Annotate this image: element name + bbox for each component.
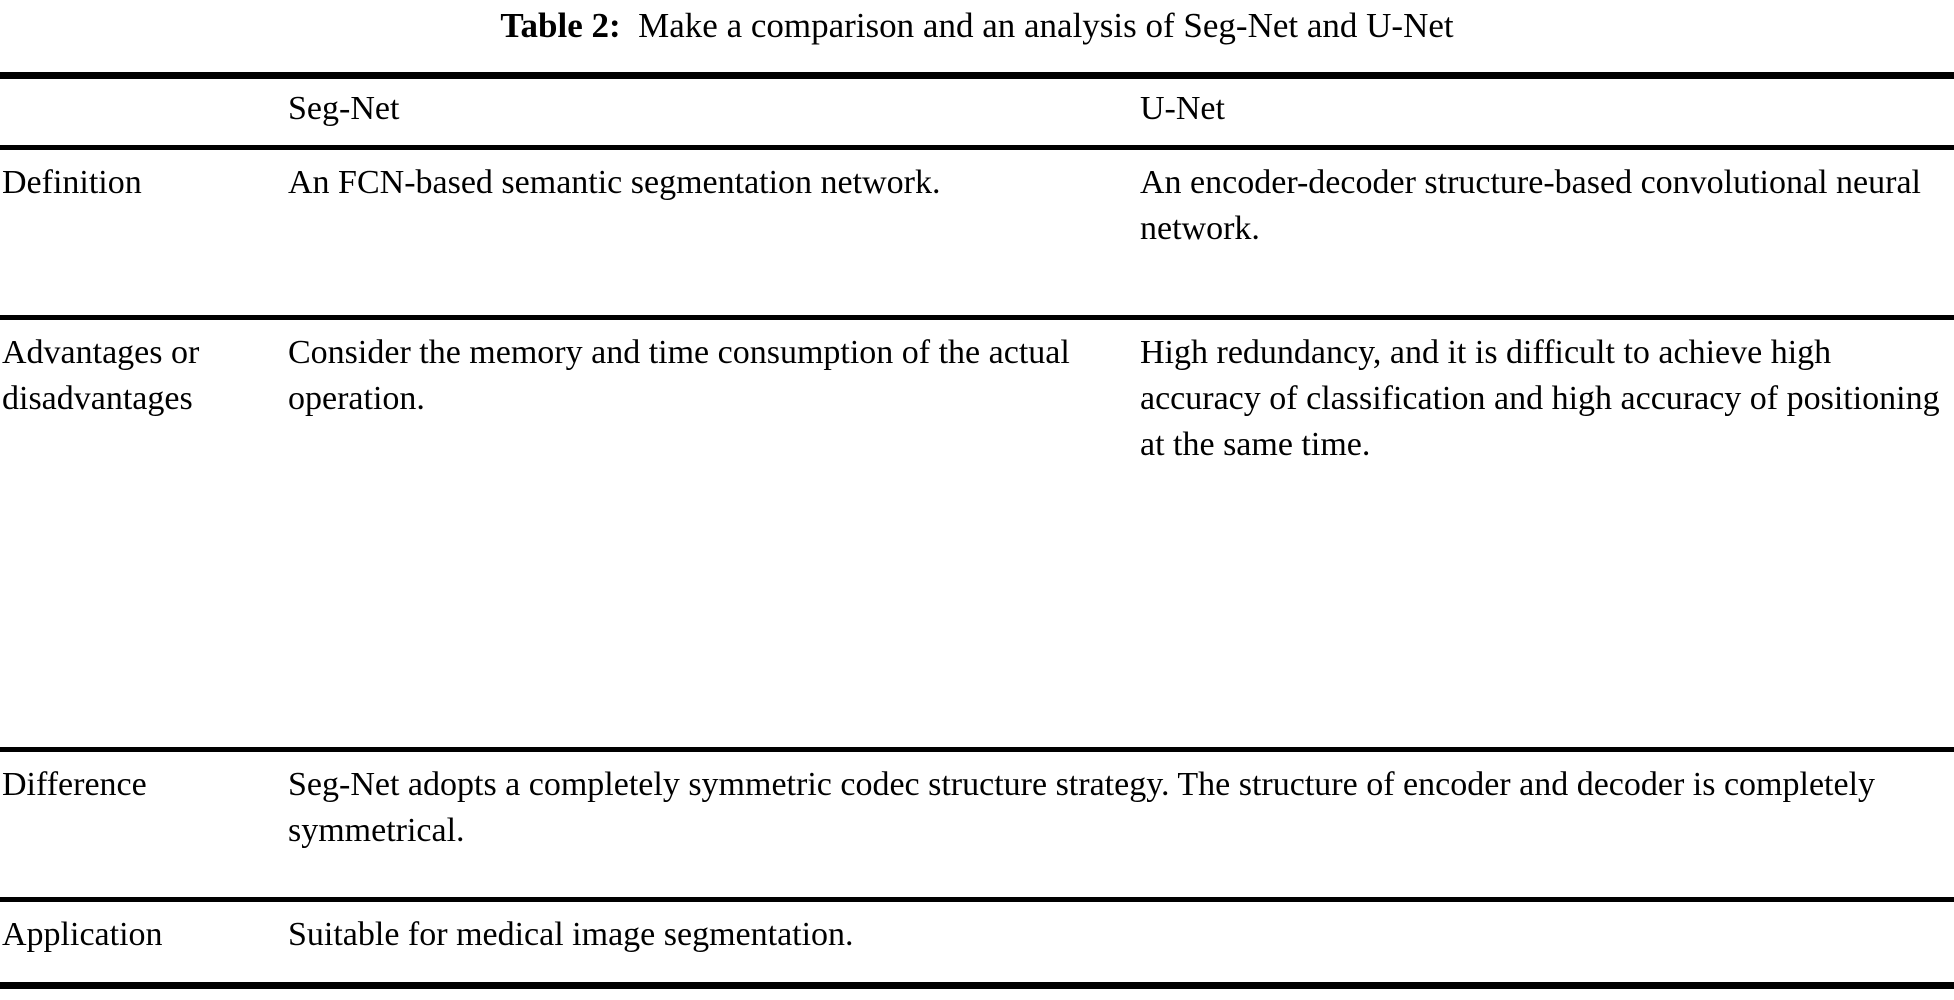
row-rule-after-advantages — [0, 747, 1954, 752]
column-header-unet: U-Net — [1140, 90, 1225, 127]
cell-definition-unet: An encoder-decoder structure-based convo… — [1140, 164, 1921, 247]
table-row: Application Suitable for medical image s… — [0, 902, 1954, 980]
table-row: Advantages or disadvantages Consider the… — [0, 320, 1954, 615]
row-label-difference: Difference — [2, 766, 147, 803]
row-label-advantages: Advantages or disadvantages — [2, 334, 200, 417]
caption-text: Make a comparison and an analysis of Seg… — [638, 6, 1454, 45]
table-caption: Table 2: Make a comparison and an analys… — [0, 4, 1954, 48]
cell-definition-segnet: An FCN-based semantic segmentation netwo… — [288, 164, 941, 201]
table-row: Difference Seg-Net adopts a completely s… — [0, 752, 1954, 897]
cell-advantages-unet: High redundancy, and it is difficult to … — [1140, 334, 1940, 463]
row-label-application: Application — [2, 916, 163, 953]
table-bottom-rule — [0, 982, 1954, 989]
cell-difference-segnet: Seg-Net adopts a completely symmetric co… — [288, 766, 1876, 849]
cell-advantages-segnet: Consider the memory and time consumption… — [288, 334, 1070, 417]
row-label-definition: Definition — [2, 164, 142, 201]
table-header-row: Seg-Net U-Net — [0, 74, 1954, 148]
column-header-segnet: Seg-Net — [288, 90, 400, 127]
row-rule-after-definition — [0, 315, 1954, 320]
cell-application-segnet: Suitable for medical image segmentation. — [288, 916, 854, 953]
row-rule-after-difference — [0, 897, 1954, 902]
header-bottom-rule — [0, 145, 1954, 150]
table-top-rule — [0, 72, 1954, 79]
caption-label: Table 2: — [500, 6, 621, 45]
table-row: Definition An FCN-based semantic segment… — [0, 150, 1954, 317]
